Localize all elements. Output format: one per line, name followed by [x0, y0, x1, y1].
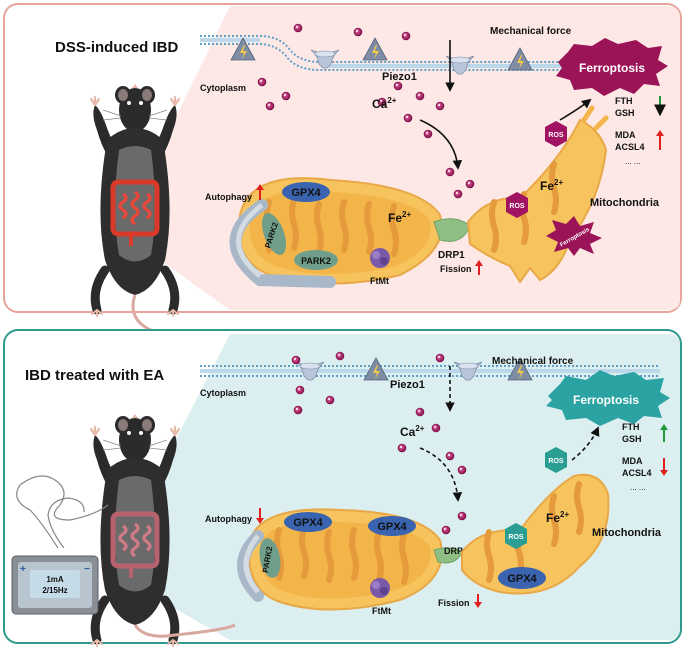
device-plus: +	[20, 564, 26, 575]
iron-label: Fe2+	[546, 510, 569, 525]
park2-badge	[261, 213, 287, 255]
device-minus: −	[84, 564, 90, 575]
gpx4-label: GPX4	[293, 517, 323, 529]
marker-list: FTH GSH MDA ACSL4 ... ...	[622, 422, 668, 492]
panel-title: IBD treated with EA	[25, 367, 164, 384]
park2-badge	[294, 250, 338, 270]
marker-list: FTH GSH MDA ACSL4 ... ...	[615, 96, 666, 166]
ferroptosis-arrow	[571, 426, 600, 461]
ftmt-label: FtMt	[370, 276, 389, 286]
mechanical-force-label: Mechanical force	[490, 26, 572, 37]
marker-gsh: GSH	[615, 108, 635, 118]
iron-label: Fe2+	[540, 178, 563, 193]
gpx4-label: GPX4	[507, 573, 537, 585]
panel-ea-treated: IBD treated with EA + − 1mA 2/15Hz	[3, 329, 682, 646]
ferroptosis-banner: Ferroptosis	[556, 38, 668, 96]
calcium-label: Ca2+	[372, 96, 397, 111]
gpx4-badge	[368, 516, 416, 536]
cytoplasm-label: Cytoplasm	[200, 388, 246, 398]
ros-label: ROS	[508, 534, 524, 541]
gpx4-label: GPX4	[291, 187, 321, 199]
mouse-icon	[91, 414, 236, 646]
piezo1-label: Piezo1	[390, 379, 425, 391]
marker-gsh: GSH	[622, 434, 642, 444]
marker-fth: FTH	[615, 96, 633, 106]
cell-membrane	[200, 365, 660, 377]
ros-hexagon: ROS	[505, 523, 527, 549]
mechanical-force-label: Mechanical force	[492, 356, 574, 367]
ros-hexagon: ROS	[545, 447, 567, 473]
marker-acsl4: ACSL4	[622, 468, 652, 478]
ferroptosis-banner: Ferroptosis	[546, 370, 670, 426]
fission-label: Fission	[440, 264, 472, 274]
marker-mda: MDA	[615, 130, 636, 140]
cytoplasm-label: Cytoplasm	[200, 83, 246, 93]
gpx4-badge	[498, 567, 546, 589]
iron-label: Fe2+	[388, 210, 411, 225]
marker-ellipsis: ... ...	[625, 157, 641, 166]
panel-title: DSS-induced IBD	[55, 39, 179, 56]
ros-hexagon: ROS	[545, 121, 567, 147]
ros-hexagon: ROS	[506, 192, 528, 218]
gpx4-badge	[284, 512, 332, 532]
ferroptosis-label: Ferroptosis	[579, 61, 645, 75]
ros-label: ROS	[548, 458, 564, 465]
calcium-label: Ca2+	[400, 424, 425, 439]
calcium-arrow	[419, 119, 463, 170]
ros-label: ROS	[548, 132, 564, 139]
ferroptosis-label: Ferroptosis	[573, 393, 639, 407]
marker-fth: FTH	[622, 422, 640, 432]
mitochondria-label: Mitochondria	[592, 527, 662, 539]
electrode-wires	[16, 475, 109, 549]
autophagy-label: Autophagy	[205, 192, 252, 202]
gpx4-badge	[282, 182, 330, 202]
ftmt-icon	[370, 578, 390, 598]
drp1-label: DRP1	[444, 546, 468, 556]
panel-dss-ibd: DSS-induced IBD Piezo1 Mechanical force …	[3, 3, 682, 449]
park2-badge	[259, 538, 281, 578]
ftmt-label: FtMt	[372, 606, 391, 616]
device-frequency: 2/15Hz	[42, 586, 67, 595]
marker-acsl4: ACSL4	[615, 142, 645, 152]
ferroptosis-burst: Ferroptosis	[546, 216, 602, 256]
ferroptosis-arrow	[559, 98, 592, 121]
piezo1-label: Piezo1	[382, 71, 417, 83]
autophagy-label: Autophagy	[205, 514, 252, 524]
electroacupuncture-device-icon: + − 1mA 2/15Hz	[11, 555, 99, 615]
device-current: 1mA	[46, 575, 64, 584]
marker-ellipsis: ... ...	[630, 483, 646, 492]
mitochondria-label: Mitochondria	[590, 197, 660, 209]
ftmt-icon	[370, 248, 390, 268]
drp1-label: DRP1	[438, 250, 465, 261]
marker-mda: MDA	[622, 456, 643, 466]
ros-label: ROS	[509, 203, 525, 210]
fission-label: Fission	[438, 598, 470, 608]
park2-label: PARK2	[301, 256, 331, 266]
gpx4-label: GPX4	[377, 521, 407, 533]
